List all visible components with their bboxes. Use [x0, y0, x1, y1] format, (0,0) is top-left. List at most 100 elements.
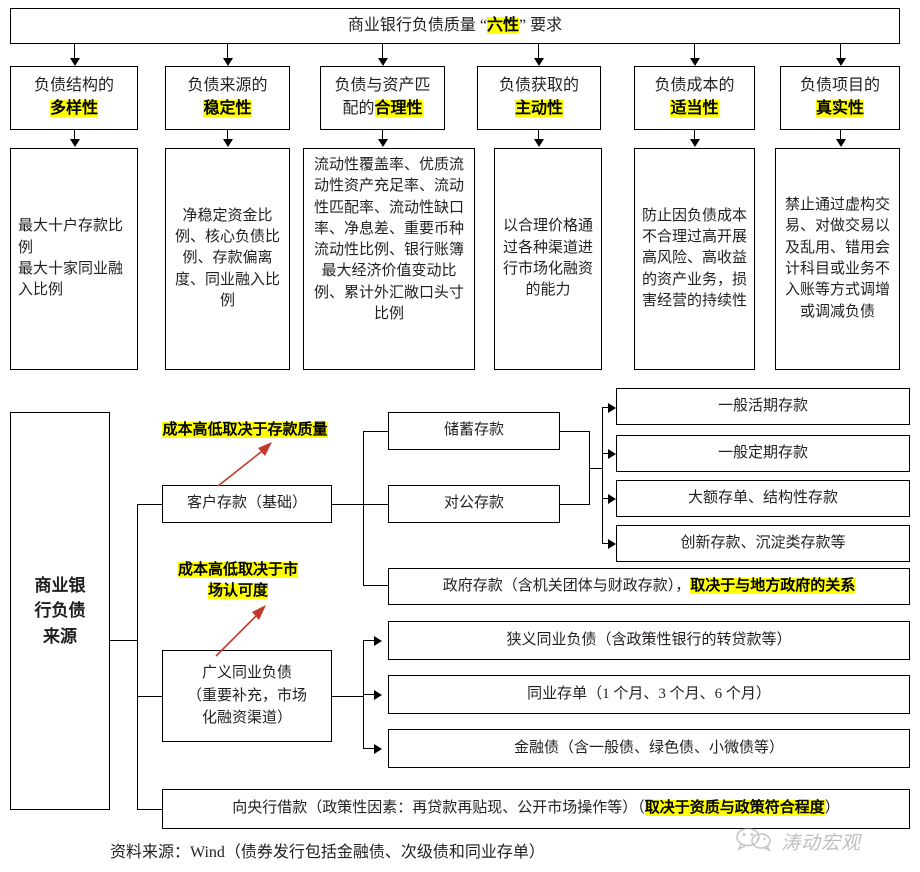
arrow-title-col1 [70, 58, 80, 66]
annotation-1-text: 成本高低取决于存款质量 [162, 422, 328, 438]
deposit-leaf-4-label: 创新存款、沉淀类存款等 [680, 534, 846, 551]
requirement-5-highlight: 适当性 [670, 100, 719, 117]
deposit-leaf-2-label: 一般定期存款 [717, 444, 808, 461]
government-deposit-plain: 政府存款（含机关团体与财政存款）， [442, 577, 691, 594]
connector-to-gov-deposit [363, 585, 388, 587]
connector-interbank-leaf-2 [363, 694, 377, 696]
requirement-2-highlight: 稳定性 [203, 100, 252, 117]
connector-root-stem [110, 640, 138, 642]
requirement-3-highlight: 合理性 [374, 100, 423, 117]
arrow-interbank-leaf-1 [374, 636, 382, 646]
arrow-req1-detail [70, 139, 80, 147]
customer-deposit-box[interactable]: 客户存款（基础） [162, 485, 332, 523]
interbank-leaf-1[interactable]: 狭义同业负债（含政策性银行的转贷款等） [388, 621, 910, 660]
connector-trunk-central-bank [137, 809, 162, 811]
source-note: 资料来源：Wind（债券发行包括金融债、次级债和同业存单） [110, 844, 545, 861]
connector-trunk [137, 504, 139, 810]
header-title-pre: 商业银行负债质量 “ [347, 16, 487, 34]
arrow-interbank-leaf-3 [374, 744, 382, 754]
requirement-6-line1: 负债项目的 [799, 77, 880, 95]
requirement-box-3[interactable]: 负债与资产匹配的合理性 [320, 66, 445, 130]
deposit-leaf-3-label: 大额存单、结构性存款 [687, 489, 838, 506]
arrow-title-col3 [378, 58, 388, 66]
connector-req2-detail [227, 130, 229, 142]
arrow-title-col4 [534, 58, 544, 66]
connector-title-col4 [538, 44, 540, 60]
requirement-box-2[interactable]: 负债来源的 稳定性 [165, 66, 290, 130]
deposit-leaf-4[interactable]: 创新存款、沉淀类存款等 [616, 525, 910, 562]
arrow-req2-detail [223, 139, 233, 147]
connector-title-col3 [382, 44, 384, 60]
connector-leaves-trunk [602, 407, 604, 543]
interbank-leaf-2[interactable]: 同业存单（1 个月、3 个月、6 个月） [388, 675, 910, 714]
connector-leaf-3 [602, 498, 612, 500]
connector-customer-deposit-sub-trunk [363, 431, 365, 586]
connector-title-col6 [840, 44, 842, 60]
requirement-detail-6-text: 禁止通过虚构交易、对做交易以及乱用、错用会计科目或业务不入账等方式调增或调减负债 [784, 197, 890, 320]
arrow-leaf-3 [608, 494, 616, 504]
connector-customer-deposit-out [332, 504, 364, 506]
arrow-interbank-leaf-2 [374, 690, 382, 700]
deposit-leaf-1-label: 一般活期存款 [717, 397, 808, 414]
arrow-req3-detail [378, 139, 388, 147]
central-bank-plain: 向央行借款（政策性因素：再贷款再贴现、公开市场操作等）（ [232, 800, 645, 817]
header-title-highlight: 六性 [486, 16, 519, 34]
watermark-logo: 涛动宏观 [735, 826, 861, 857]
connector-req3-detail [382, 130, 384, 142]
connector-to-corporate [363, 504, 388, 506]
arrow-req5-detail [690, 139, 700, 147]
liability-source-root-box[interactable]: 商业银行负债来源 [10, 412, 110, 810]
deposit-leaf-2[interactable]: 一般定期存款 [616, 435, 910, 472]
requirement-detail-5: 防止因负债成本不合理过高开展高风险、高收益的资产业务，损害经营的持续性 [634, 148, 755, 370]
requirement-box-6[interactable]: 负债项目的 真实性 [780, 66, 900, 130]
connector-req1-detail [74, 130, 76, 142]
customer-deposit-label: 客户存款（基础） [186, 495, 307, 512]
connector-to-savings [363, 431, 388, 433]
arrow-leaf-2 [608, 449, 616, 459]
requirement-detail-1: 最大十户存款比例 最大十家同业融入比例 [10, 148, 138, 370]
central-bank-borrowing-box[interactable]: 向央行借款（政策性因素：再贷款再贴现、公开市场操作等）（取决于资质与政策符合程度… [162, 789, 910, 829]
corporate-deposit-box[interactable]: 对公存款 [388, 485, 560, 523]
requirement-3-line1: 负债与资产匹配的 [334, 77, 431, 117]
requirement-1-highlight: 多样性 [49, 100, 98, 117]
requirement-2-line1: 负债来源的 [187, 77, 268, 95]
central-bank-tail: ） [824, 800, 840, 817]
annotation-2: 成本高低取决于市 场认可度 [148, 560, 328, 602]
savings-deposit-box[interactable]: 储蓄存款 [388, 412, 560, 450]
requirement-4-line1: 负债获取的 [498, 77, 579, 95]
interbank-leaf-1-label: 狭义同业负债（含政策性银行的转贷款等） [506, 631, 792, 648]
connector-leaf-4 [602, 543, 612, 545]
requirement-detail-3-text: 流动性覆盖率、优质流动性资产充足率、流动性匹配率、流动性缺口率、净息差、重要币种… [313, 157, 464, 323]
requirement-detail-5-text: 防止因负债成本不合理过高开展高风险、高收益的资产业务，损害经营的持续性 [641, 207, 747, 309]
deposit-leaf-3[interactable]: 大额存单、结构性存款 [616, 480, 910, 517]
connector-deposit-join-out [589, 468, 603, 470]
arrow-req4-detail [534, 139, 544, 147]
requirement-detail-2-text: 净稳定资金比例、核心负债比例、存款偏离度、同业融入比例 [174, 207, 280, 309]
connector-corporate-out [560, 504, 590, 506]
deposit-leaf-1[interactable]: 一般活期存款 [616, 388, 910, 425]
requirement-box-5[interactable]: 负债成本的 适当性 [634, 66, 755, 130]
connector-leaf-2 [602, 453, 612, 455]
connector-trunk-interbank [137, 696, 162, 698]
corporate-deposit-label: 对公存款 [443, 495, 504, 512]
connector-trunk-customer-deposit [137, 504, 162, 506]
liability-source-root-label: 商业银行负债来源 [34, 575, 86, 646]
requirement-5-line1: 负债成本的 [654, 77, 735, 95]
requirement-box-1[interactable]: 负债结构的 多样性 [10, 66, 138, 130]
interbank-leaf-3[interactable]: 金融债（含一般债、绿色债、小微债等） [388, 729, 910, 768]
connector-title-col1 [74, 44, 76, 60]
connector-interbank-out [332, 696, 364, 698]
requirement-detail-4: 以合理价格通过各种渠道进行市场化融资的能力 [494, 148, 602, 370]
government-deposit-box[interactable]: 政府存款（含机关团体与财政存款），取决于与地方政府的关系 [388, 568, 910, 605]
requirement-box-4[interactable]: 负债获取的 主动性 [477, 66, 601, 130]
requirement-detail-2: 净稳定资金比例、核心负债比例、存款偏离度、同业融入比例 [165, 148, 290, 370]
requirement-detail-1-text: 最大十户存款比例 最大十家同业融入比例 [18, 218, 124, 299]
interbank-liability-box[interactable]: 广义同业负债（重要补充，市场化融资渠道） [162, 650, 332, 742]
requirement-4-highlight: 主动性 [514, 100, 563, 117]
connector-req6-detail [840, 130, 842, 142]
connector-savings-out [560, 431, 590, 433]
connector-interbank-leaf-1 [363, 640, 377, 642]
savings-deposit-label: 储蓄存款 [443, 422, 504, 439]
arrow-title-col5 [690, 58, 700, 66]
